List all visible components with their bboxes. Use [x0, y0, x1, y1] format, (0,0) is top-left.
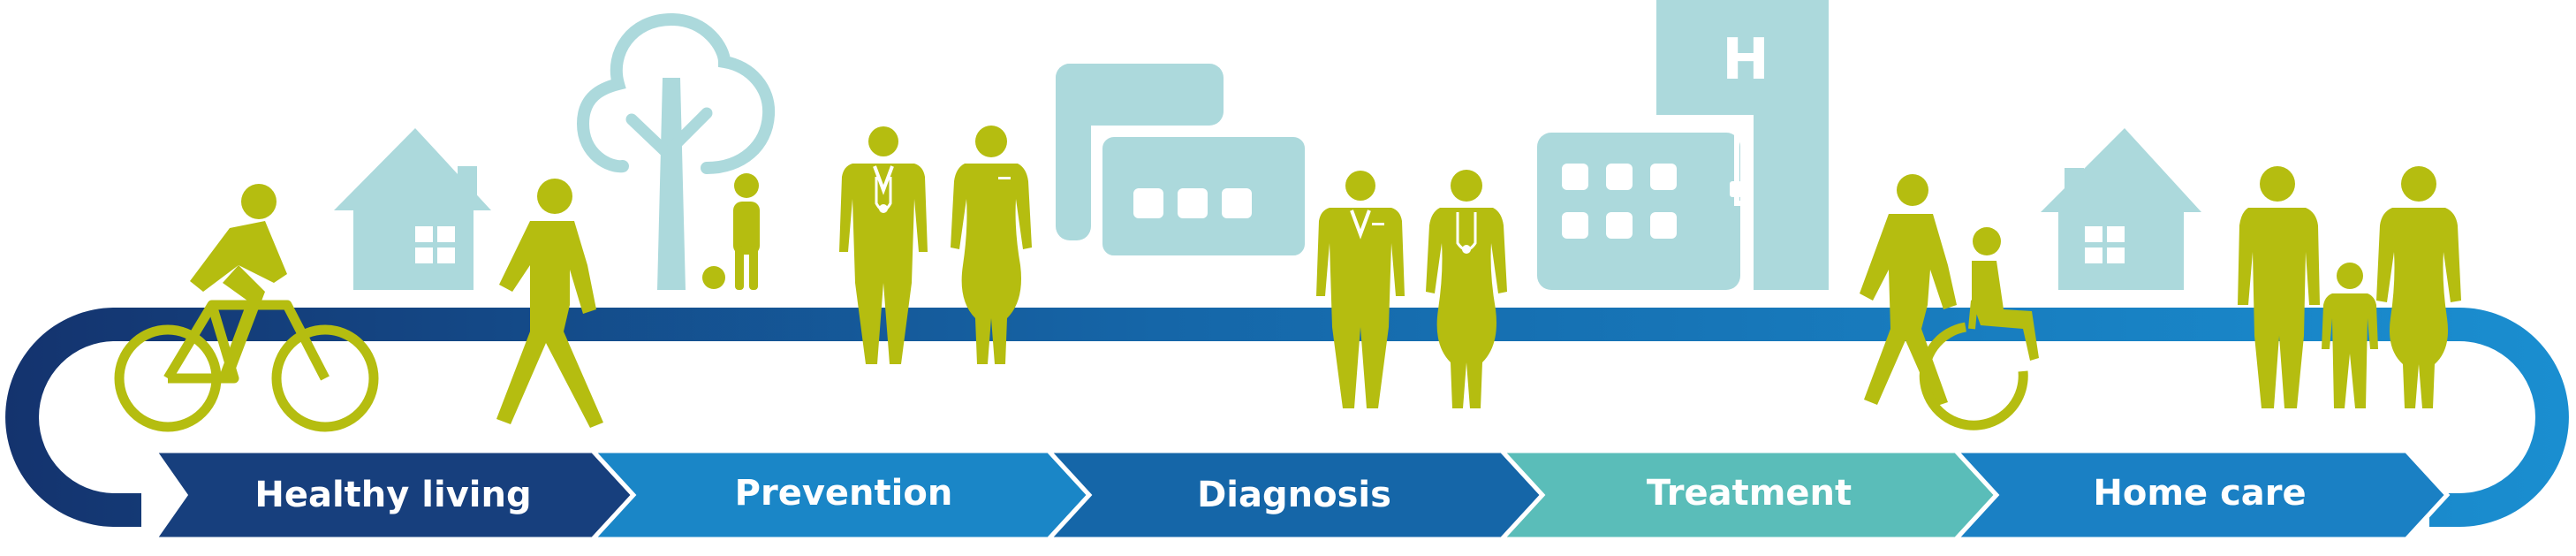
step-label-home-care: Home care: [2093, 473, 2306, 514]
child-icon: [702, 173, 760, 290]
step-label-healthy-living: Healthy living: [254, 475, 531, 515]
doctor-female-2-icon: [1426, 170, 1507, 408]
journey-track: [5, 308, 2569, 527]
wheelchair-user-icon: [1919, 227, 2039, 430]
step-band: Healthy living Prevention Diagnosis Trea…: [150, 448, 2451, 542]
caregiver-icon: [1860, 174, 1957, 407]
hospital-sign: H: [1722, 27, 1769, 93]
doctor-female-icon: [951, 126, 1032, 364]
house-right-icon: [2041, 128, 2201, 290]
walking-person-icon: [496, 179, 603, 428]
tree-icon: [576, 12, 776, 290]
house-left-icon: [334, 128, 491, 290]
cyclist-icon: [114, 184, 379, 432]
hospital-building-icon: [1537, 0, 1829, 290]
step-label-diagnosis: Diagnosis: [1197, 475, 1391, 515]
doctor-male-icon: [839, 126, 928, 364]
family-icon: [2238, 166, 2461, 408]
doctor-male-2-icon: [1316, 171, 1405, 408]
step-label-treatment: Treatment: [1647, 473, 1852, 514]
step-arrow-home-care: [1951, 448, 2451, 542]
clinic-building-icon: [1056, 64, 1310, 261]
step-label-prevention: Prevention: [735, 473, 953, 514]
